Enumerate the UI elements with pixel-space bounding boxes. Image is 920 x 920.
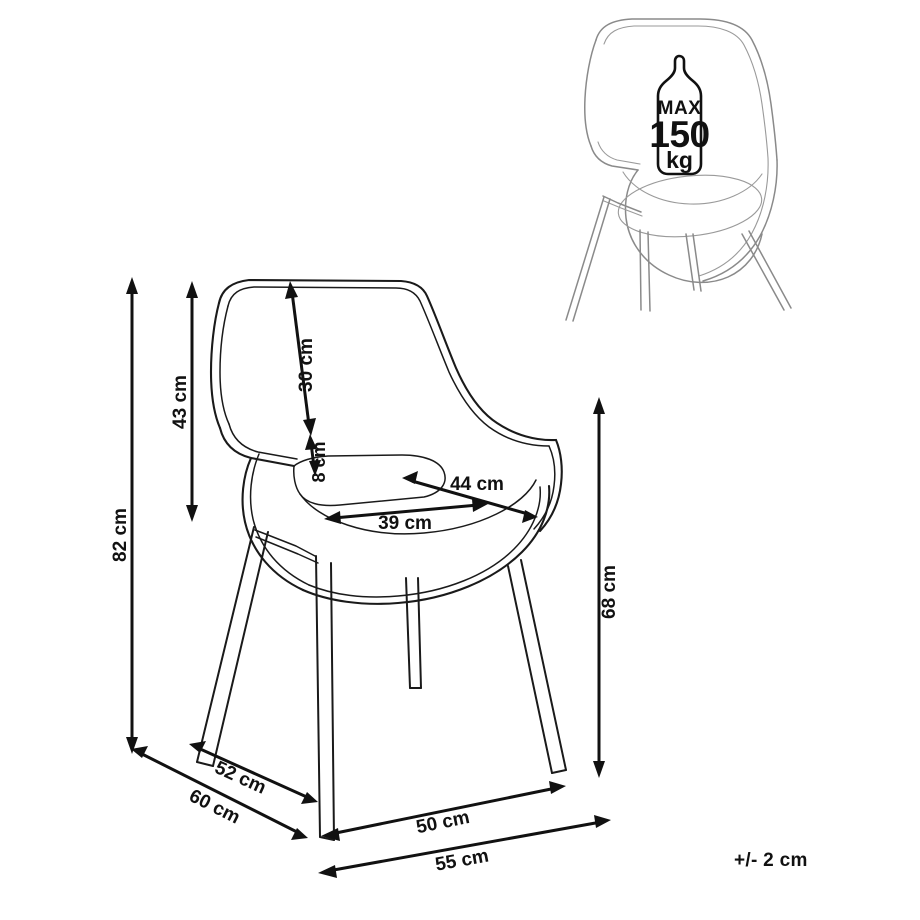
dimension-label-8cm: 8 cm <box>309 441 329 482</box>
dimension-armrest-gap: 8 cm <box>305 434 329 483</box>
badge-value: 150 <box>649 114 709 155</box>
dimension-seat-depth: 44 cm <box>402 471 538 523</box>
badge-unit: kg <box>666 147 693 173</box>
main-chair-illustration <box>196 278 567 841</box>
max-weight-badge: MAX 150 kg <box>649 54 710 176</box>
badge-max-label: MAX <box>658 98 702 119</box>
thumbnail-chair <box>565 18 792 322</box>
tolerance-note: +/- 2 cm <box>734 850 808 871</box>
dimension-seat-width: 39 cm <box>324 499 488 534</box>
dimension-backrest-upper: 30 cm <box>285 281 317 436</box>
dimension-label-68cm: 68 cm <box>599 565 620 619</box>
dimension-label-39cm: 39 cm <box>378 513 432 534</box>
dimension-label-82cm: 82 cm <box>110 508 131 562</box>
dimension-seat-height: 68 cm <box>593 397 620 778</box>
dimension-label-30cm: 30 cm <box>296 338 317 392</box>
weight-icon <box>656 54 703 176</box>
dimension-total-height: 82 cm <box>110 277 138 754</box>
dimension-label-50cm: 50 cm <box>414 807 471 838</box>
dimension-backrest-height: 43 cm <box>170 281 198 522</box>
dimension-width-overall: 55 cm <box>318 815 611 878</box>
chair-legs <box>196 526 567 841</box>
dimension-width-legs: 50 cm <box>321 781 566 841</box>
dimension-label-43cm: 43 cm <box>170 375 191 429</box>
dimension-annotations: 82 cm 43 cm 30 cm 8 cm <box>110 277 620 878</box>
dimension-label-44cm: 44 cm <box>450 474 504 495</box>
